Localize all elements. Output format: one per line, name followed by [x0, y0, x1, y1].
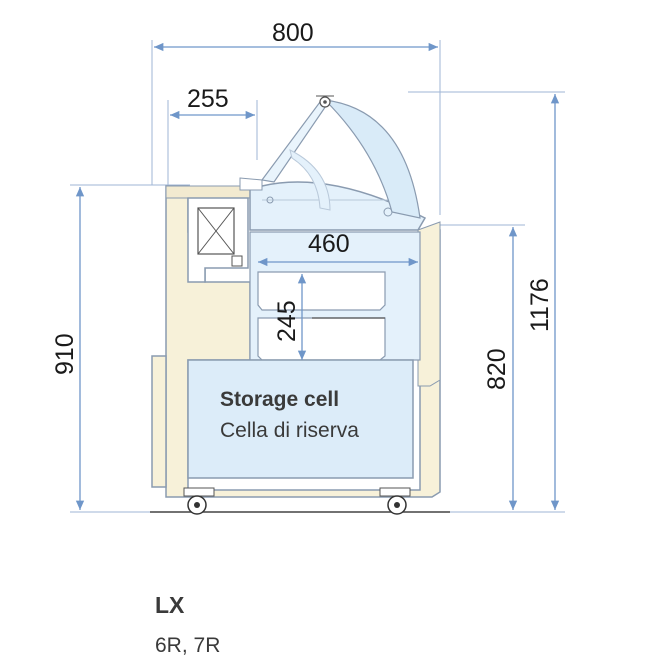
dim-pan-height-label: 245 — [273, 300, 301, 342]
counter-top — [249, 181, 427, 231]
castor-right — [379, 487, 411, 515]
service-drawer — [187, 177, 263, 283]
dim-total-label: 1176 — [526, 278, 554, 332]
model-name: LX — [155, 592, 185, 618]
dim-base-label: 820 — [483, 348, 511, 390]
storage-cell-title: Storage cell — [220, 388, 339, 411]
dim-counter-label: 910 — [51, 333, 79, 375]
castor-left — [183, 487, 215, 515]
dimension-lines — [75, 42, 560, 510]
storage-cell-subtitle: Cella di riserva — [220, 419, 359, 442]
storage-cell: Storage cell Cella di riserva — [187, 359, 414, 479]
dim-pan-width-label: 460 — [308, 230, 350, 258]
glass-canopy — [260, 95, 421, 219]
pan-compartment — [249, 231, 421, 361]
model-variants: 6R, 7R — [155, 634, 221, 657]
dim-width-label: 800 — [272, 19, 314, 47]
dim-shelf-label: 255 — [187, 85, 229, 113]
